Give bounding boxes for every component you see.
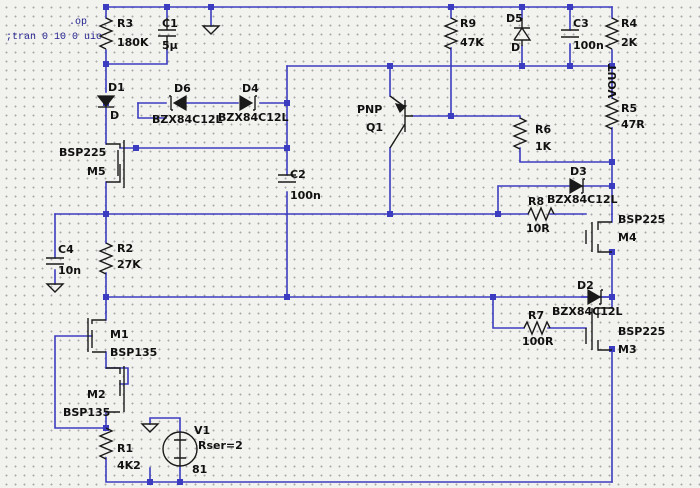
d1-value: D xyxy=(110,109,120,122)
resistor-r7-symbol[interactable] xyxy=(523,320,551,336)
ground-symbol-c4[interactable] xyxy=(45,283,65,293)
mosfet-m3-symbol[interactable] xyxy=(585,307,612,351)
d6-value: BZX84C12L xyxy=(152,113,223,126)
diode-d1-symbol[interactable] xyxy=(96,95,116,108)
m1-value: BSP135 xyxy=(110,346,158,359)
ground-symbol-v1[interactable] xyxy=(140,423,160,433)
v1-value: 81 xyxy=(192,463,208,476)
voltage-source-v1-symbol[interactable] xyxy=(162,431,198,467)
c3-value: 100n xyxy=(573,39,604,52)
m2-value: BSP135 xyxy=(63,406,111,419)
d2-ref: D2 xyxy=(577,279,594,292)
d2-value: BZX84C12L xyxy=(552,305,623,318)
q1-value: PNP xyxy=(357,103,383,116)
m4-value: BSP225 xyxy=(618,213,666,226)
resistor-r1-symbol[interactable] xyxy=(98,427,114,460)
d3-ref: D3 xyxy=(570,165,587,178)
r3-value: 180K xyxy=(117,36,149,49)
mosfet-m4-symbol[interactable] xyxy=(585,221,612,253)
capacitor-c3-symbol[interactable] xyxy=(561,29,579,38)
resistor-r4-symbol[interactable] xyxy=(604,17,620,50)
r8-ref: R8 xyxy=(528,195,545,208)
m2-ref: M2 xyxy=(87,388,106,401)
m5-value: BSP225 xyxy=(59,146,107,159)
v1-param: Rser=2 xyxy=(198,439,243,452)
r6-value: 1K xyxy=(535,140,552,153)
resistor-r9-symbol[interactable] xyxy=(443,17,459,50)
resistor-r5-symbol[interactable] xyxy=(604,97,620,130)
d5-ref: D5 xyxy=(506,12,523,25)
d6-ref: D6 xyxy=(174,82,191,95)
d4-ref: D4 xyxy=(242,82,259,95)
mosfet-m2-symbol[interactable] xyxy=(106,366,125,413)
r7-value: 100R xyxy=(522,335,554,348)
c3-ref: C3 xyxy=(573,17,589,30)
q1-ref: Q1 xyxy=(366,121,384,134)
mosfet-m5-symbol[interactable] xyxy=(106,140,125,188)
r5-value: 47R xyxy=(621,118,645,131)
m5-ref: M5 xyxy=(87,165,106,178)
c4-value: 10n xyxy=(58,264,82,277)
c1-value: 5µ xyxy=(162,39,178,52)
m4-ref: M4 xyxy=(618,231,637,244)
r9-value: 47K xyxy=(460,36,484,49)
zener-d4-symbol[interactable] xyxy=(239,94,257,112)
r4-value: 2K xyxy=(621,36,638,49)
diode-d5-symbol[interactable] xyxy=(513,18,532,46)
zener-d2-symbol[interactable] xyxy=(587,288,603,306)
c1-ref: C1 xyxy=(162,17,178,30)
d5-value: D xyxy=(511,41,521,54)
net-label-vout: VOUT xyxy=(606,63,619,98)
r2-value: 27K xyxy=(117,258,141,271)
r3-ref: R3 xyxy=(117,17,134,30)
ground-symbol[interactable] xyxy=(201,25,221,35)
m1-ref: M1 xyxy=(110,328,129,341)
c2-value: 100n xyxy=(290,189,321,202)
r1-ref: R1 xyxy=(117,442,134,455)
capacitor-c1-symbol[interactable] xyxy=(158,18,176,50)
junctions xyxy=(103,4,615,485)
zener-d3-symbol[interactable] xyxy=(569,177,585,195)
resistor-r3-symbol[interactable] xyxy=(98,17,114,50)
m3-value: BSP225 xyxy=(618,325,666,338)
capacitor-c2-symbol[interactable] xyxy=(278,174,296,183)
d4-value: BZX84C12L xyxy=(218,111,289,124)
pnp-q1-symbol[interactable] xyxy=(389,95,413,149)
v1-ref: V1 xyxy=(194,424,211,437)
r9-ref: R9 xyxy=(460,17,477,30)
r6-ref: R6 xyxy=(535,123,552,136)
wires[interactable] xyxy=(54,6,613,483)
capacitor-c4-symbol[interactable] xyxy=(46,257,64,265)
spice-directive-op[interactable]: .op xyxy=(69,17,88,28)
r7-ref: R7 xyxy=(528,309,545,322)
resistor-r2-symbol[interactable] xyxy=(98,242,114,275)
c4-ref: C4 xyxy=(58,243,74,256)
r5-ref: R5 xyxy=(621,102,638,115)
zener-d6-symbol[interactable] xyxy=(169,94,187,112)
resistor-r6-symbol[interactable] xyxy=(512,117,528,150)
r2-ref: R2 xyxy=(117,242,134,255)
r4-ref: R4 xyxy=(621,17,638,30)
resistor-r8-symbol[interactable] xyxy=(527,206,555,222)
m3-ref: M3 xyxy=(618,343,637,356)
mosfet-m1-symbol[interactable] xyxy=(87,318,106,353)
r8-value: 10R xyxy=(526,222,550,235)
r1-value: 4K2 xyxy=(117,459,141,472)
d1-ref: D1 xyxy=(108,81,125,94)
c2-ref: C2 xyxy=(290,168,306,181)
spice-directive-tran[interactable]: ;tran 0 10 0 uic xyxy=(6,32,103,43)
d3-value: BZX84C12L xyxy=(547,193,618,206)
